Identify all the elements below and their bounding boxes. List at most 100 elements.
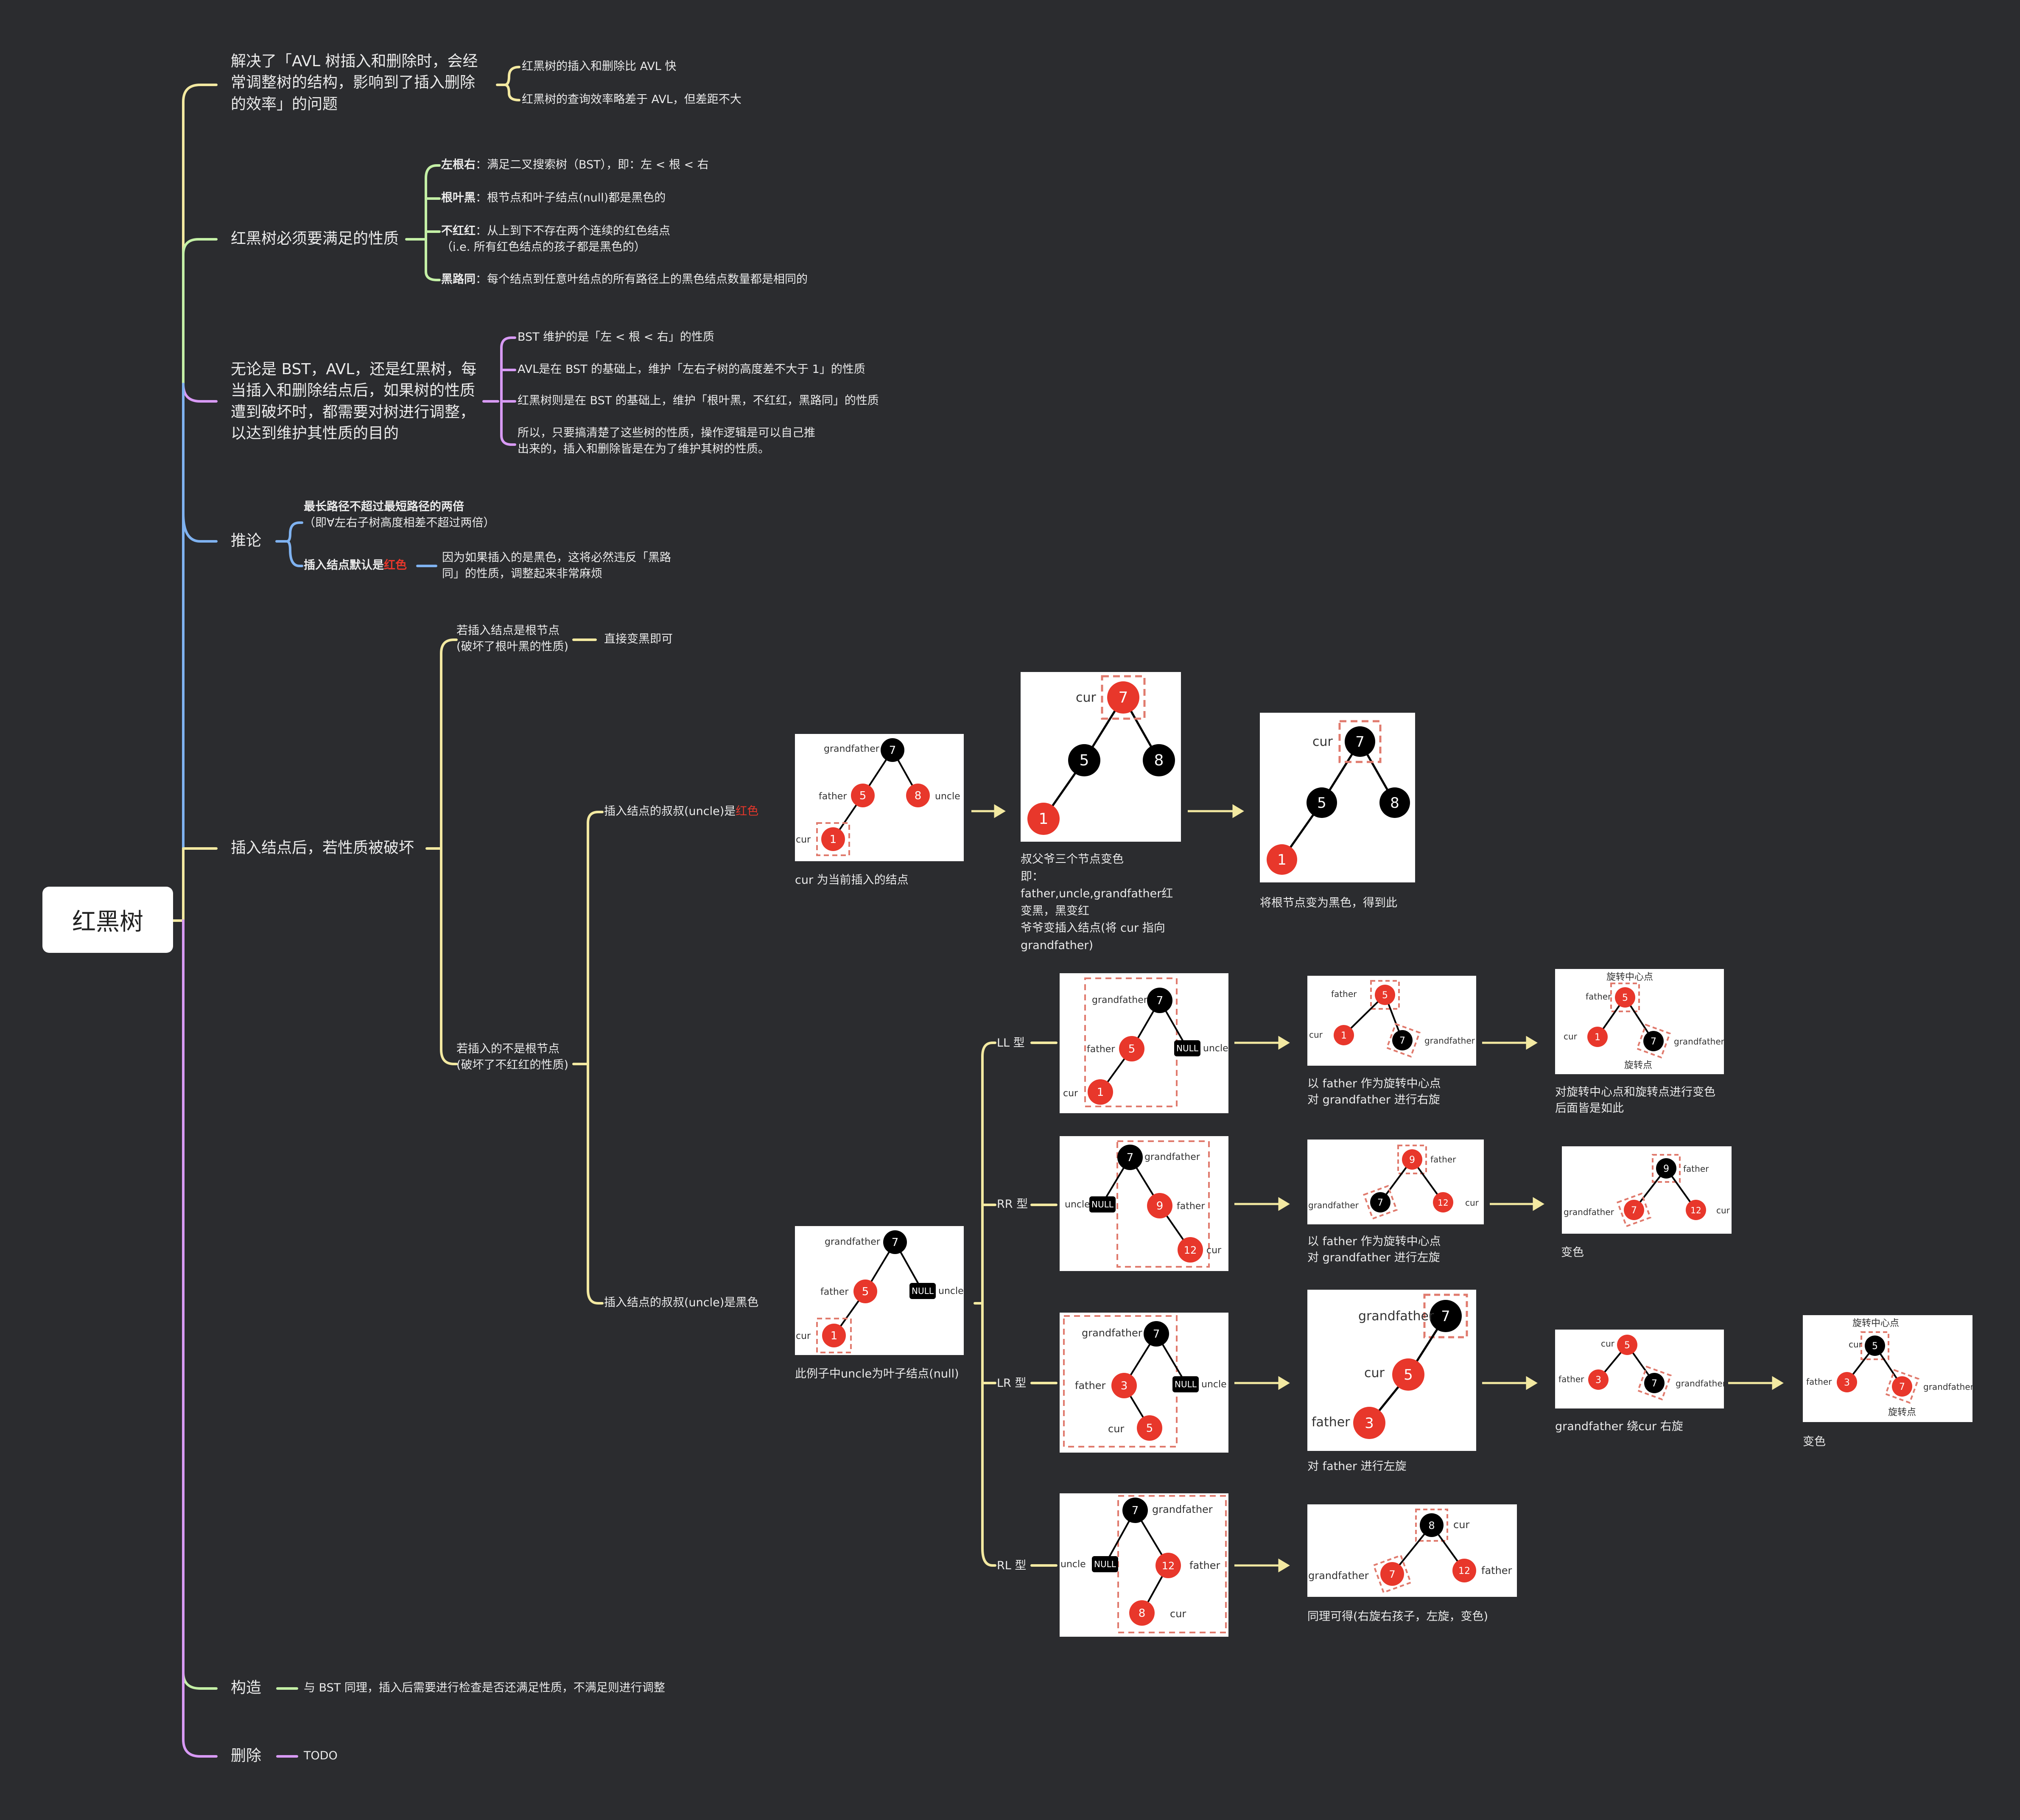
node: 7 [1651,1036,1656,1047]
null-leaf: NULL [1175,1379,1197,1389]
label: cur [1564,1031,1578,1042]
node: 5 [1624,1340,1630,1351]
case-insert-root-action[interactable]: 直接变黑即可 [604,633,673,646]
node: 1 [1097,1086,1104,1099]
node: 8 [1428,1520,1435,1532]
caption-lr-1: 对 father 进行左旋 [1307,1460,1407,1473]
node: 5 [859,790,867,802]
label: father [1806,1377,1832,1387]
label: 旋转点 [1888,1407,1916,1418]
b2-label[interactable]: 红黑树必须要满足的性质 [231,230,399,247]
b3-child-4[interactable]: 所以，只要搞清楚了这些树的性质，操作逻辑是可以自己推出来的，插入和删除皆是在为了… [518,426,815,456]
label: uncle [935,791,960,802]
caption-ll-2: 对旋转中心点和旋转点进行变色后面皆是如此 [1555,1086,1715,1115]
label: cur [796,834,811,845]
type-rl[interactable]: RL 型 [997,1559,1027,1572]
label: grandfather [1082,1327,1142,1339]
label: father [1481,1565,1512,1576]
corollary-insert-red-note[interactable]: 因为如果插入的是黑色，这将必然违反「黑路同」的性质，调整起来非常麻烦 [442,551,671,580]
label: grandfather [824,744,880,754]
type-rr[interactable]: RR 型 [997,1198,1028,1211]
node: 7 [1156,994,1164,1007]
property-no-red-red[interactable]: 不红红：从上到下不存在两个连续的红色结点（i.e. 所有红色结点的孩子都是黑色的… [441,224,670,254]
b3-child-3[interactable]: 红黑树则是在 BST 的基础上，维护「根叶黑，不红红，黑路同」的性质 [518,394,879,407]
type-lr[interactable]: LR 型 [997,1377,1027,1390]
node: 7 [1631,1205,1637,1216]
b3-label[interactable]: 无论是 BST，AVL，还是红黑树，每 当插入和删除结点后，如果树的性质 遭到破… [231,361,477,442]
node: 1 [830,833,837,846]
b6-label[interactable]: 构造 [231,1679,262,1697]
b1-label[interactable]: 解决了「AVL 树插入和删除时，会经 常调整树的结构，影响到了插入删除 的效率」… [231,53,478,113]
label: 旋转中心点 [1606,972,1653,983]
property-root-leaf-black[interactable]: 根叶黑：根节点和叶子结点(null)都是黑色的 [441,191,666,204]
caption-rr-2: 变色 [1561,1246,1584,1259]
b3-child-2[interactable]: AVL是在 BST 的基础上，维护「左右子树的高度差不大于 1」的性质 [518,363,865,376]
node: 8 [1154,752,1164,769]
b1-child-1[interactable]: 红黑树的插入和删除比 AVL 快 [522,60,677,73]
tree-image-lr-2: 7 5 3 grandfather cur father [1307,1290,1476,1451]
caption-rr-1: 以 father 作为旋转中心点对 grandfather 进行左旋 [1307,1235,1441,1264]
label: cur [1312,734,1333,749]
tree-image-uncle-red-2: 7 5 8 1 cur [1021,672,1181,842]
label: uncle [938,1286,964,1296]
caption-lr-2: grandfather 绕cur 右旋 [1555,1420,1683,1433]
label: cur [1849,1339,1863,1350]
b7-label[interactable]: 删除 [231,1747,262,1764]
node: 12 [1690,1205,1701,1215]
label: cur [1465,1198,1479,1208]
label: uncle [1201,1379,1227,1390]
node: 7 [889,744,896,757]
node: 3 [1121,1380,1128,1392]
tree-image-rr-3: 9 7 12 father grandfather cur [1562,1146,1732,1234]
b3-child-1[interactable]: BST 维护的是「左 < 根 < 右」的性质 [518,330,714,344]
label: father [1177,1201,1205,1212]
node: 5 [1872,1341,1878,1352]
node: 8 [1390,795,1399,812]
case-uncle-red[interactable]: 插入结点的叔叔(uncle)是红色 [604,805,759,818]
node: 5 [1080,752,1089,769]
case-insert-root[interactable]: 若插入结点是根节点(破坏了根叶黑的性质) [456,624,569,653]
tree-image-uncle-black: 7 5 NULL 1 grandfather father uncle cur [795,1226,964,1355]
caption-lr-3: 变色 [1803,1435,1826,1448]
tree-image-rl-2: 8 7 12 cur grandfather father [1307,1504,1517,1597]
b4-label[interactable]: 推论 [231,532,262,549]
b1-child-2[interactable]: 红黑树的查询效率略差于 AVL，但差距不大 [522,93,741,106]
node: 12 [1438,1198,1448,1208]
label: cur [1364,1366,1385,1380]
node: 8 [915,790,922,802]
b7-child[interactable]: TODO [304,1749,338,1762]
label: father [1087,1044,1115,1055]
null-leaf: NULL [912,1286,934,1296]
tree-image-uncle-red-1: 7 5 8 1 grandfather father uncle cur [795,734,964,861]
property-black-path-same[interactable]: 黑路同：每个结点到任意叶结点的所有路径上的黑色结点数量都是相同的 [441,273,808,286]
type-ll[interactable]: LL 型 [997,1036,1025,1050]
corollary-insert-red[interactable]: 插入结点默认是红色 [304,559,407,572]
node: 12 [1184,1244,1197,1256]
label: cur [1716,1205,1730,1215]
property-left-root-right[interactable]: 左根右：满足二叉搜索树（BST），即：左 < 根 < 右 [441,158,709,171]
tree-image-lr-1: 7 3 NULL 5 grandfather father uncle cur [1060,1313,1228,1453]
node: 5 [1146,1422,1153,1435]
root-node[interactable]: 红黑树 [42,887,173,953]
node: 7 [1441,1308,1450,1325]
node: 12 [1458,1566,1470,1576]
case-uncle-black[interactable]: 插入结点的叔叔(uncle)是黑色 [604,1296,759,1309]
label: grandfather [1092,995,1148,1005]
caption-uncle-red-2: 叔父爷三个节点变色即： father,uncle,grandfather红变黑，… [1021,853,1173,952]
corollary-longest-path[interactable]: 最长路径不超过最短路径的两倍（即∀左右子树高度相差不超过两倍） [304,500,495,529]
case-insert-non-root[interactable]: 若插入的不是根节点(破坏了不红红的性质) [456,1042,569,1072]
null-leaf: NULL [1176,1043,1199,1053]
label: grandfather [1424,1036,1475,1046]
b6-child[interactable]: 与 BST 同理，插入后需要进行检查是否还满足性质，不满足则进行调整 [304,1681,665,1694]
node: 5 [862,1285,869,1298]
tree-image-lr-4: 旋转中心点 5 3 7 cur father grandfather 旋转点 [1803,1315,1972,1422]
node: 7 [1651,1378,1657,1389]
null-leaf: NULL [1091,1199,1114,1210]
caption-uncle-black: 此例子中uncle为叶子结点(null) [795,1367,959,1380]
tree-image-rl-1: 7 NULL 12 8 grandfather uncle father cur [1060,1493,1228,1637]
b5-label[interactable]: 插入结点后，若性质被破坏 [231,839,414,857]
node: 1 [1341,1030,1347,1041]
caption-ll-1: 以 father 作为旋转中心点对 grandfather 进行右旋 [1307,1077,1441,1106]
label: cur [1601,1338,1615,1349]
